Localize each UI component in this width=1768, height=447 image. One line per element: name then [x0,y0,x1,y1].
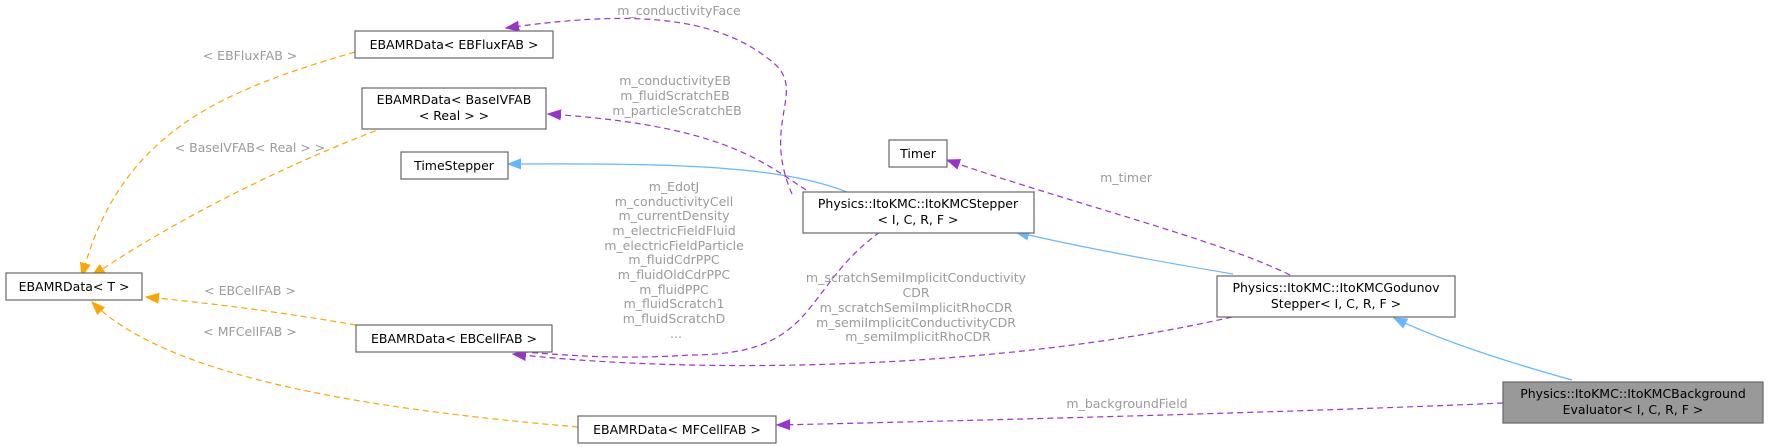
node-label: TimeStepper [413,158,495,173]
cell-member: m_EdotJ [649,179,700,194]
edge-ebflux-template [82,51,356,276]
cell-member: m_fluidOldCdrPPC [618,267,731,282]
node-itokmc-stepper[interactable]: Physics::ItoKMC::ItoKMCStepper < I, C, R… [802,191,1035,234]
godunov-member: CDR [902,285,929,300]
node-label: EBAMRData< EBCellFAB > [371,331,537,346]
edge-label-baseivfab-template: < BaseIVFAB< Real > > [175,140,326,155]
edge-label-background-field: m_backgroundField [1066,396,1187,411]
node-label-line1: Physics::ItoKMC::ItoKMCBackground [1520,386,1746,401]
edge-stepper-uses-ebflux [506,17,793,195]
node-label-line2: < I, C, R, F > [877,212,958,227]
node-label-line1: Physics::ItoKMC::ItoKMCGodunov [1232,280,1440,295]
edge-label-conductivity-face: m_conductivityFace [617,3,741,18]
node-timestepper[interactable]: TimeStepper [400,151,509,180]
edge-godunov-inherits-stepper [1016,232,1234,275]
godunov-member: m_scratchSemiImplicitConductivity [806,270,1027,285]
edge-label-eb-members: m_conductivityEB m_fluidScratchEB m_part… [612,73,741,118]
edge-godunov-uses-ebcell [513,316,1233,367]
node-ebamrdata-ebcellfab[interactable]: EBAMRData< EBCellFAB > [355,324,553,353]
cell-member: m_electricFieldParticle [604,238,744,253]
edge-label-ebcell-template: < EBCellFAB > [204,283,296,298]
cell-member: m_fluidPPC [639,282,709,297]
edge-label-cell-members: m_EdotJ m_conductivityCell m_currentDens… [604,179,748,341]
cell-member: m_electricFieldFluid [612,223,735,238]
cell-member: m_conductivityCell [615,194,734,209]
node-ebamrdata-ebfluxfab[interactable]: EBAMRData< EBFluxFAB > [354,30,554,59]
cell-member: m_fluidScratch1 [624,296,725,311]
node-label-line2: < Real > > [419,108,489,123]
node-label-line2: Stepper< I, C, R, F > [1271,296,1401,311]
edge-label-godunov-members: m_scratchSemiImplicitConductivity CDR m_… [806,270,1030,344]
edge-baseivfab-template [92,126,386,276]
cell-member: ... [670,326,682,341]
edge-background-uses-mfcell [777,402,1504,425]
edge-stepper-uses-baseivfab [548,114,807,191]
godunov-member: m_scratchSemiImplicitRhoCDR [820,300,1013,315]
edge-ebcell-template [146,297,357,326]
node-timer[interactable]: Timer [888,139,948,168]
node-label: EBAMRData< MFCellFAB > [593,422,761,437]
godunov-member: m_semiImplicitRhoCDR [845,329,991,344]
edge-godunov-uses-timer [947,160,1291,276]
edge-label-timer: m_timer [1100,170,1153,185]
node-label: Timer [899,146,937,161]
eb-member: m_fluidScratchEB [620,88,729,103]
godunov-member: m_semiImplicitConductivityCDR [816,315,1016,330]
node-ebamrdata-mfcellfab[interactable]: EBAMRData< MFCellFAB > [577,415,777,444]
eb-member: m_particleScratchEB [612,103,741,118]
edge-stepper-inherits-timestepper [508,164,848,193]
node-label-line1: Physics::ItoKMC::ItoKMCStepper [818,196,1019,211]
edge-background-inherits-godunov [1394,318,1573,381]
edge-mfcell-template [92,302,579,428]
node-itokmc-godunov-stepper[interactable]: Physics::ItoKMC::ItoKMCGodunov Stepper< … [1216,275,1456,318]
node-itokmc-background-evaluator[interactable]: Physics::ItoKMC::ItoKMCBackground Evalua… [1502,381,1764,424]
cell-member: m_currentDensity [618,208,730,223]
node-label-line2: Evaluator< I, C, R, F > [1563,402,1704,417]
eb-member: m_conductivityEB [619,73,731,88]
node-label-line1: EBAMRData< BaseIVFAB [377,92,532,107]
cell-member: m_fluidScratchD [623,311,726,326]
node-label: EBAMRData< EBFluxFAB > [370,37,539,52]
node-ebamrdata-t[interactable]: EBAMRData< T > [5,272,143,301]
edge-label-ebflux-template: < EBFluxFAB > [203,48,298,63]
node-ebamrdata-baseivfab[interactable]: EBAMRData< BaseIVFAB < Real > > [361,87,547,130]
cell-member: m_fluidCdrPPC [628,252,720,267]
edge-label-mfcell-template: < MFCellFAB > [203,324,296,339]
node-label: EBAMRData< T > [19,279,130,294]
